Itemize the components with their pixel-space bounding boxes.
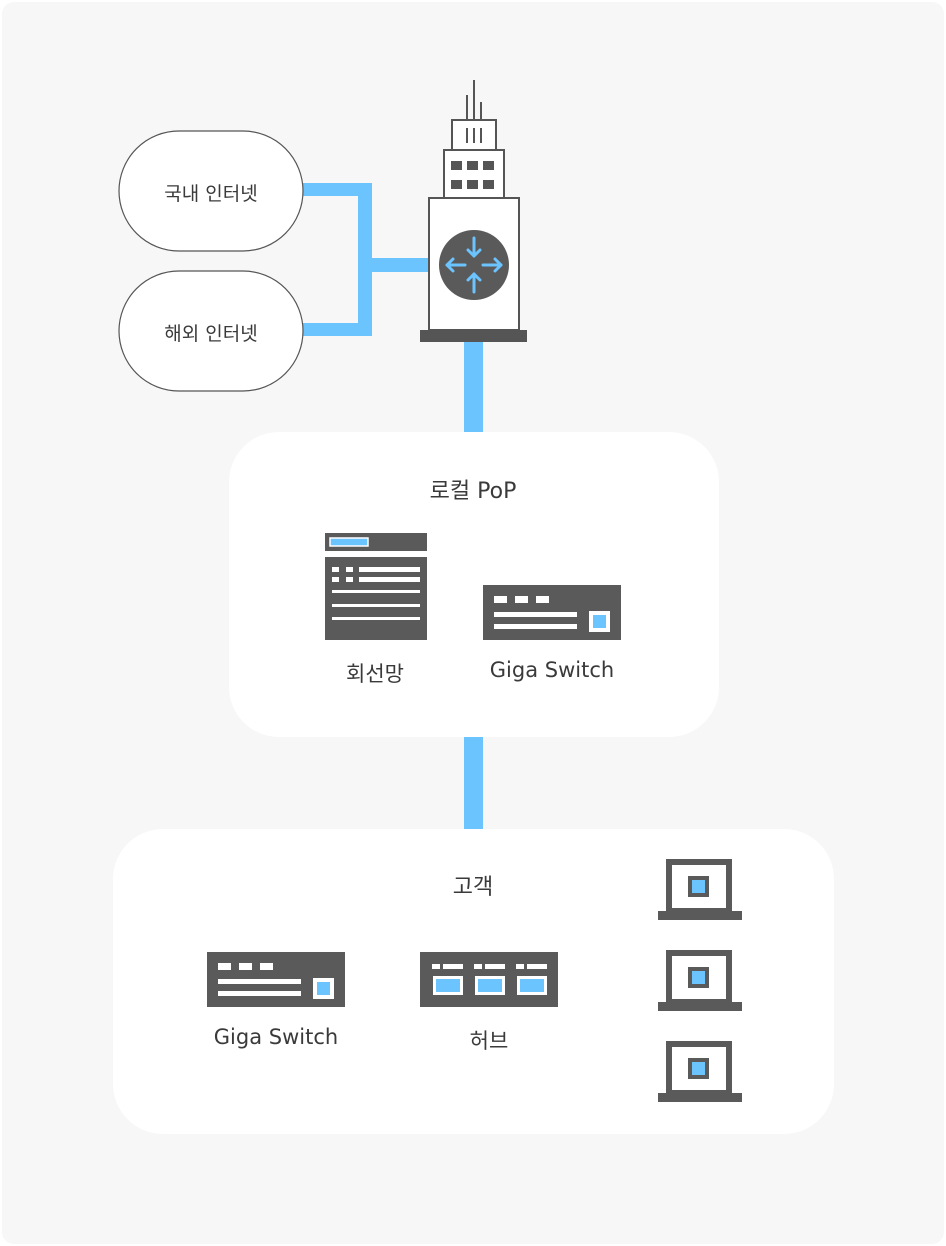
link-router-to-pop	[464, 338, 483, 433]
line-network-icon	[325, 533, 427, 640]
pop-giga-switch-label: Giga Switch	[489, 658, 615, 682]
hub-icon	[420, 952, 558, 1007]
local-pop-box	[229, 432, 719, 737]
link-domestic	[302, 183, 372, 196]
customer-title: 고객	[452, 875, 494, 900]
cloud-domestic	[118, 130, 304, 252]
hub-label: 허브	[469, 1029, 509, 1053]
cloud-overseas	[118, 270, 304, 392]
customer-giga-switch-icon	[207, 952, 345, 1007]
cloud-overseas-label: 해외 인터넷	[164, 323, 258, 345]
local-pop-title: 로컬 PoP	[429, 479, 517, 504]
customer-giga-switch-label: Giga Switch	[213, 1025, 339, 1049]
building-base	[420, 330, 527, 342]
laptop-icon	[658, 859, 742, 920]
pop-giga-switch-icon	[483, 585, 621, 640]
cloud-domestic-label: 국내 인터넷	[164, 183, 258, 205]
link-pop-to-customer	[464, 736, 483, 830]
laptop-icon	[658, 950, 742, 1011]
router-building	[428, 80, 520, 331]
router-icon	[439, 230, 509, 300]
laptop-icon	[658, 1041, 742, 1102]
link-cloud-to-router	[358, 258, 430, 272]
line-network-label: 회선망	[346, 662, 404, 686]
building-windows	[451, 161, 494, 189]
link-overseas	[302, 323, 372, 336]
